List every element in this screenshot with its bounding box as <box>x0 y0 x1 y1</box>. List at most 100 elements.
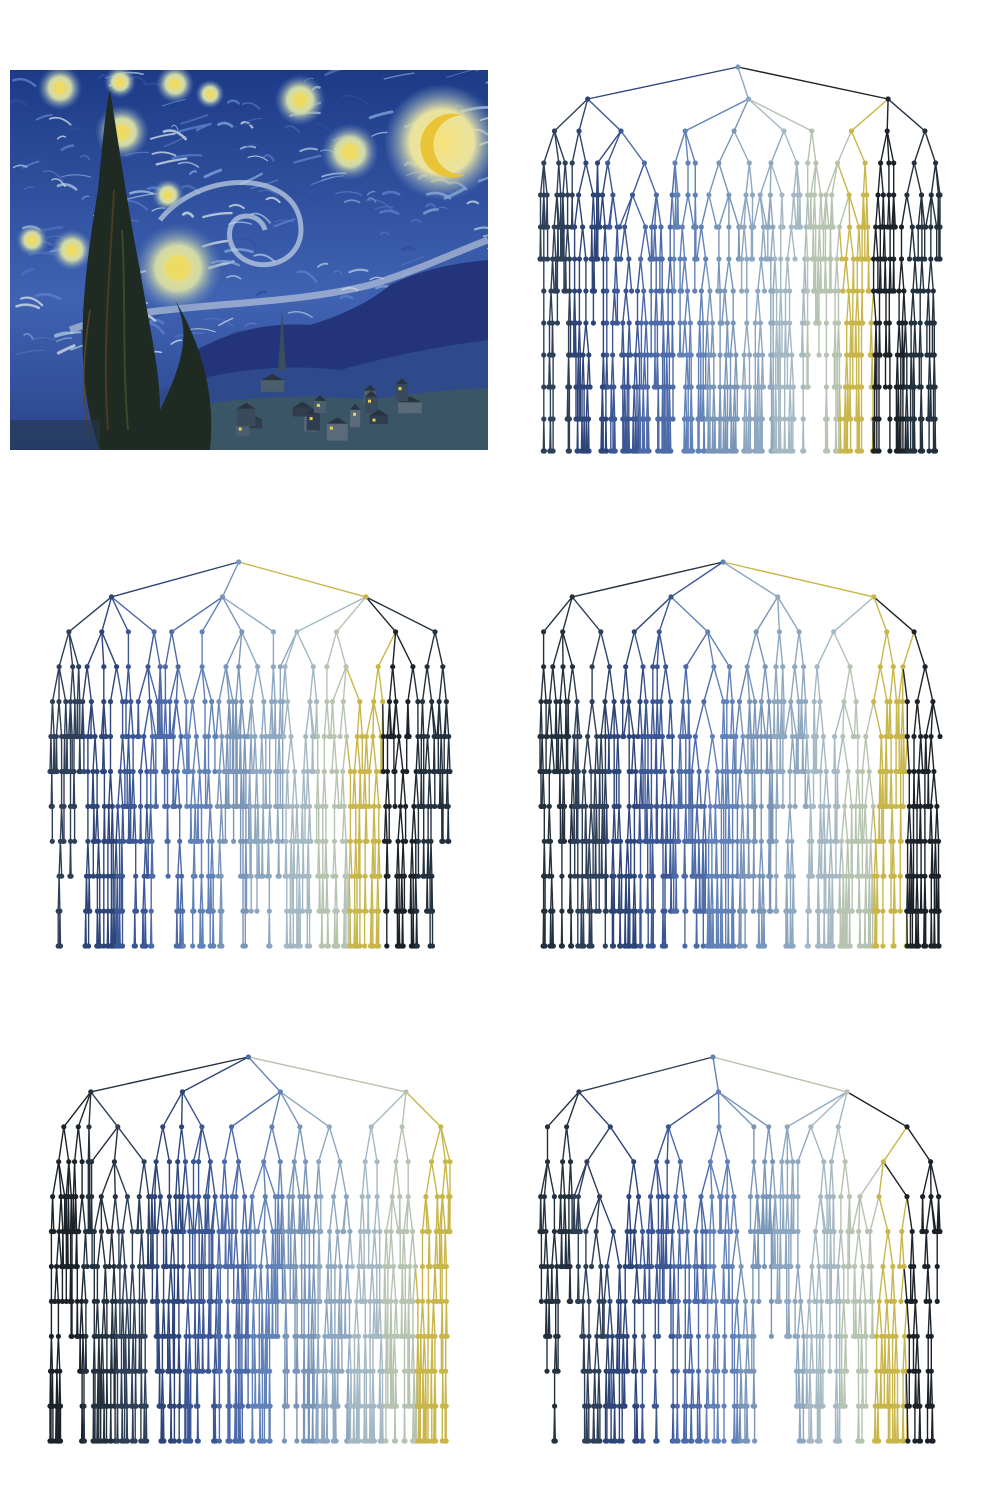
tree-edge <box>745 162 750 196</box>
tree-edge <box>199 771 203 807</box>
tree-edge <box>302 841 305 877</box>
tree-node <box>898 224 905 230</box>
tree-edge <box>753 841 755 877</box>
tree-edge <box>562 806 565 842</box>
tree-node <box>567 873 573 879</box>
tree-edge <box>190 806 193 842</box>
tree-node <box>406 733 412 740</box>
tree-edge <box>685 631 709 668</box>
tree-edge <box>816 290 819 324</box>
tree-edge <box>274 701 277 737</box>
tree-edge <box>885 736 888 772</box>
tree-edge <box>685 806 688 842</box>
tree-edge <box>339 701 344 737</box>
tree-edge <box>591 226 593 260</box>
tree-node <box>604 288 610 294</box>
tree-edge <box>879 631 888 667</box>
tree-edge <box>774 258 778 292</box>
tree-node <box>556 160 562 166</box>
tree-node <box>891 192 897 198</box>
tree-edge <box>823 806 826 842</box>
tree-node <box>607 733 613 740</box>
tree-node <box>755 288 761 294</box>
tree-node <box>424 733 431 740</box>
tree-edge <box>210 876 213 912</box>
tree-node <box>669 768 675 775</box>
tree-edge <box>722 701 726 737</box>
tree-node <box>653 288 659 294</box>
tree-edge <box>684 876 687 912</box>
tree-edge <box>125 666 130 702</box>
tree-node <box>813 160 819 166</box>
tree-edge <box>318 841 321 877</box>
tree-node <box>586 838 592 844</box>
tree-edge <box>73 771 76 807</box>
tree-node <box>576 192 582 198</box>
tree-node <box>421 803 427 809</box>
tree-edge <box>851 806 853 842</box>
tree-node <box>599 192 606 198</box>
tree-edge <box>567 701 570 737</box>
tree-node <box>567 288 573 294</box>
tree-edge <box>910 841 913 877</box>
tree-edge <box>643 418 646 452</box>
tree-edge <box>807 771 812 807</box>
tree-node <box>219 943 225 949</box>
tree-edge <box>746 322 751 356</box>
tree-edge <box>596 736 599 772</box>
tree-edge <box>175 666 179 702</box>
tree-node <box>854 288 860 294</box>
tree-node <box>688 352 694 358</box>
tree-node <box>372 838 378 844</box>
tree-edge <box>635 771 638 807</box>
tree-node <box>906 256 913 262</box>
tree-edge <box>286 736 292 772</box>
tree-node <box>631 733 637 740</box>
tree-edge <box>541 736 544 772</box>
tree-edge <box>261 841 264 877</box>
tree-edge <box>707 876 711 912</box>
tree-edge <box>282 666 286 702</box>
tree-edge <box>201 911 204 947</box>
tree-edge <box>155 771 158 807</box>
tree-node <box>779 192 785 198</box>
tree-edge <box>187 701 194 737</box>
tree-node <box>363 594 369 600</box>
tree-edge <box>667 258 671 292</box>
tree-edge <box>698 771 702 807</box>
tree-edge <box>101 631 105 667</box>
tree-node <box>781 128 787 134</box>
tree-edge <box>583 418 586 452</box>
tree-edge <box>737 66 750 100</box>
tree-edge <box>164 701 168 737</box>
tree-edge <box>812 226 815 260</box>
tree-edge <box>235 666 240 702</box>
tree-edge <box>706 322 710 356</box>
tree-node <box>87 908 93 914</box>
tree-edge <box>820 194 823 228</box>
tree-edge <box>698 841 701 877</box>
tree-edge <box>195 736 201 772</box>
tree-edge <box>543 596 573 633</box>
tree-node <box>767 192 773 198</box>
tree-edge <box>589 876 593 912</box>
tree-edge <box>711 322 715 356</box>
tree-edge <box>413 771 417 807</box>
tree-edge <box>628 322 632 356</box>
tree-node <box>49 838 55 844</box>
tree-edge <box>748 418 750 452</box>
tree-node <box>805 256 811 262</box>
tree-edge <box>606 354 609 388</box>
tree-node <box>170 768 176 775</box>
tree-edge <box>665 418 668 452</box>
tree-node <box>816 352 822 358</box>
tree-edge <box>836 736 844 772</box>
tree-node <box>281 733 287 740</box>
tree-node <box>858 416 865 422</box>
tree-edge <box>724 258 730 292</box>
tree-edge <box>543 194 547 228</box>
tree-node <box>706 192 712 198</box>
tree-node <box>825 448 831 454</box>
tree-edge <box>816 631 835 667</box>
tree-node <box>541 160 547 166</box>
